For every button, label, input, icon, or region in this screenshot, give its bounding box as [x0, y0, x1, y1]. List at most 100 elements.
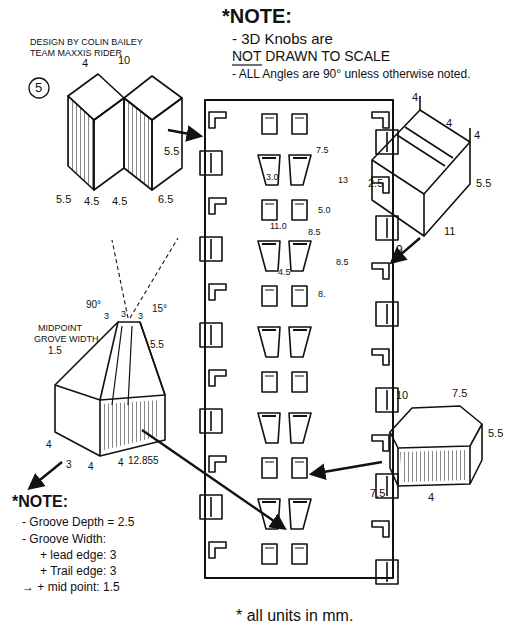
tread-knob: [292, 372, 307, 392]
dimension-label: 7.5: [452, 388, 467, 400]
grooved-knob: [55, 238, 178, 456]
tread-knob: [209, 456, 226, 472]
tread-knob: [386, 132, 388, 152]
note-text: - ALL Angles are 90° unless otherwise no…: [232, 68, 471, 81]
tread-knob: [262, 329, 307, 331]
note-heading: *NOTE:: [222, 6, 292, 27]
tread-knob: [210, 411, 212, 431]
dimension-label: 13: [338, 176, 348, 185]
tread-knob: [386, 562, 388, 582]
dimension-label: 12.855: [128, 456, 159, 467]
dimension-label: 8.5: [308, 228, 321, 237]
note-text: + Trail edge: 3: [40, 565, 116, 578]
tread-knob: [265, 376, 304, 377]
tread-knob: [209, 542, 226, 558]
angle-label: 15°: [152, 304, 167, 315]
tread-knob: [289, 241, 311, 271]
tread-knob: [262, 286, 277, 306]
dimension-label: 4: [46, 440, 52, 451]
note-text: - Groove Depth = 2.5: [22, 516, 134, 529]
tread-knob: [210, 153, 212, 173]
dimension-label: 6.5: [158, 194, 173, 206]
tread-knob: [289, 499, 311, 529]
tread-knob: [258, 413, 280, 443]
dimension-label: 4: [446, 118, 452, 130]
tread-knob: [292, 458, 307, 478]
tread-knob: [200, 323, 222, 347]
dimension-label: 11: [444, 226, 455, 238]
note-text: * all units in mm.: [236, 608, 353, 625]
tread-knob: [200, 409, 222, 433]
dimension-label: 5.5: [476, 178, 491, 190]
tread-knob: [376, 216, 398, 240]
dimension-label: 4: [118, 458, 124, 469]
tread-knob: [372, 263, 389, 279]
tread-knob: [258, 327, 280, 357]
dimension-label: 5.5: [164, 146, 179, 158]
callout-text: GROVE WIDTH: [34, 335, 99, 344]
tread-knob: [210, 497, 212, 517]
callout-number: 5: [35, 81, 42, 95]
tread-knob: [262, 200, 277, 220]
dimension-label: 4.5: [84, 196, 99, 208]
tread-knob: [262, 501, 307, 503]
dimension-label: 8.: [318, 290, 326, 299]
note-heading: *NOTE:: [12, 494, 68, 511]
tread-knob: [289, 413, 311, 443]
note-text: + lead edge: 3: [40, 549, 116, 562]
dimension-label: 4: [428, 492, 434, 504]
dimension-label: 2.5: [368, 178, 383, 190]
dimension-label: 7.5: [370, 488, 385, 500]
dimension-label: 4: [474, 130, 480, 142]
dimension-label: 3: [121, 310, 126, 319]
chevron-knob: [68, 74, 182, 190]
tread-knob: [372, 349, 389, 365]
dimension-label: 4: [88, 462, 94, 473]
tread-knob: [265, 290, 304, 291]
tread-knob: [258, 155, 280, 185]
tread-knob: [289, 155, 311, 185]
tread-knob: [209, 370, 226, 386]
tread-knob: [258, 499, 280, 529]
tread-knob: [262, 157, 307, 159]
tread-knob: [289, 327, 311, 357]
dimension-label: 5.0: [318, 206, 331, 215]
tread-knob: [265, 548, 304, 549]
dimension-label: 4.5: [112, 196, 127, 208]
tread-knob: [262, 458, 277, 478]
callout-text: MIDPOINT: [38, 324, 82, 333]
dimension-label: 7.5: [316, 146, 329, 155]
tread-knob: [376, 302, 398, 326]
angle-label: 90°: [86, 300, 101, 311]
tread-knob: [209, 284, 226, 300]
tread-knob: [376, 388, 398, 412]
note-text: - Groove Width:: [22, 533, 106, 546]
tread-knob: [262, 243, 307, 245]
tread-knob: [376, 560, 398, 584]
tread-knob: [292, 200, 307, 220]
dimension-label: 10: [396, 390, 408, 402]
dimension-label: 4: [82, 58, 88, 70]
tread-knob: [262, 372, 277, 392]
designer-credit: DESIGN BY COLIN BAILEY: [30, 38, 143, 47]
tread-knob: [376, 130, 398, 154]
tread-knob: [292, 544, 307, 564]
note-text: → + mid point: 1.5: [22, 581, 120, 594]
dimension-label: 3: [66, 460, 72, 471]
dimension-label: 4: [412, 92, 418, 104]
tread-knob: [265, 118, 304, 119]
dimension-label: 11.0: [270, 222, 287, 231]
slotted-knob: [372, 96, 470, 236]
tread-knob: [386, 304, 388, 324]
note-text: - 3D Knobs are: [232, 31, 333, 47]
tread-knob: [200, 237, 222, 261]
dimension-label: 5.5: [488, 428, 503, 440]
tread-knob: [200, 495, 222, 519]
tread-knob: [262, 114, 277, 134]
tread-knob: [209, 198, 226, 214]
bevel-knob: [390, 406, 482, 486]
tread-knob: [386, 476, 388, 496]
tread-knob: [292, 114, 307, 134]
tread-knob: [292, 286, 307, 306]
tread-knob: [386, 218, 388, 238]
